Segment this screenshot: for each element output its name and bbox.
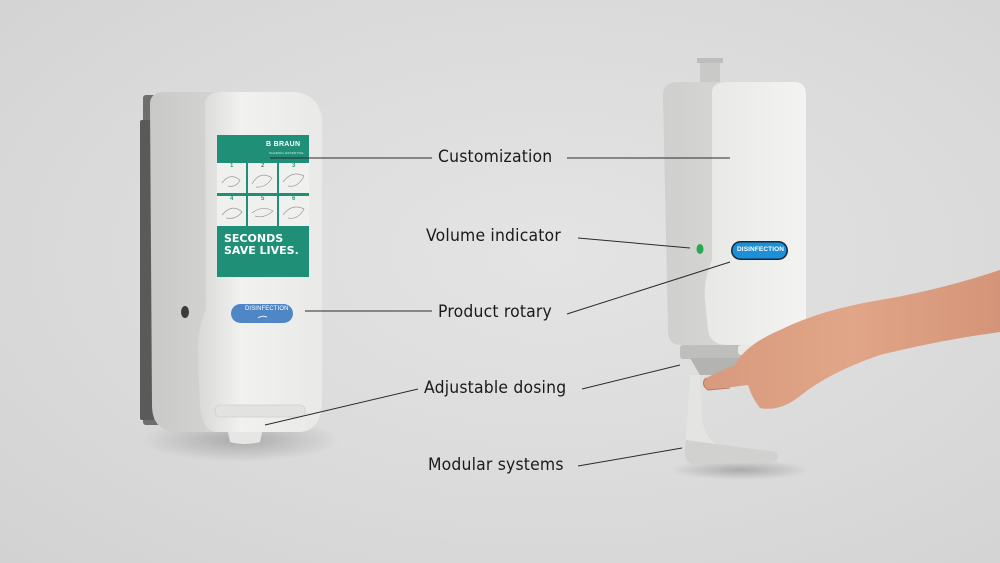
- callout-volume-indicator: Volume indicator: [426, 226, 561, 246]
- slogan-line-1: SECONDS: [224, 232, 284, 245]
- callout-modular-systems: Modular systems: [428, 455, 564, 475]
- brand-logo: B BRAUN: [266, 141, 301, 148]
- left-product-label: [231, 304, 293, 323]
- left-pill-label: DISINFECTION: [245, 306, 289, 312]
- right-product-label: [732, 242, 787, 259]
- brand-tagline: SHARING EXPERTISE: [269, 151, 304, 155]
- callout-customization: Customization: [438, 147, 553, 167]
- step-number: 3: [292, 163, 296, 169]
- callout-adjustable-dosing: Adjustable dosing: [424, 378, 567, 398]
- callout-product-rotary: Product rotary: [438, 302, 552, 322]
- callout-lines: [264, 157, 731, 467]
- step-number: 4: [230, 196, 234, 202]
- slogan-line-2: SAVE LIVES.: [224, 244, 299, 257]
- volume-indicator-led: [696, 244, 704, 254]
- right-pill-label: DISINFECTION: [737, 246, 785, 253]
- step-number: 6: [292, 196, 296, 202]
- step-number: 5: [261, 196, 265, 202]
- step-number: 1: [230, 163, 234, 169]
- step-number: 2: [261, 163, 265, 169]
